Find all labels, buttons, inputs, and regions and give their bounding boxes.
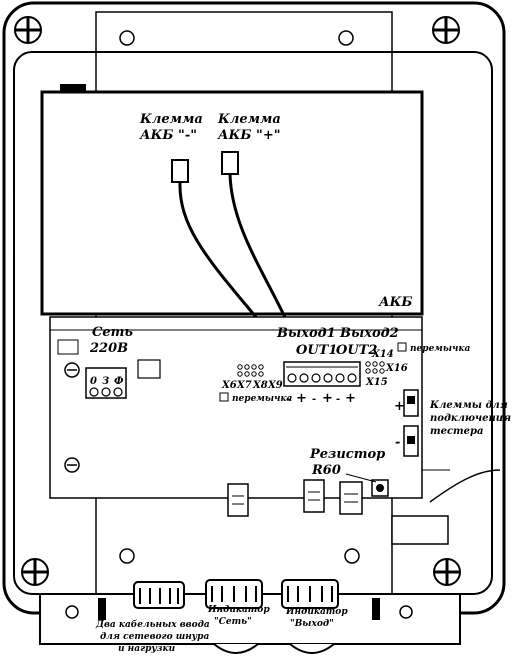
pol-plus-1: + (296, 391, 307, 406)
cable-entry-label-3: и нагрузки (118, 644, 176, 654)
out1-ru-label: Выход1 (276, 326, 336, 341)
cable-gland-icon (133, 581, 185, 609)
jumper-label-right: перемычка (410, 344, 471, 354)
corner-screw-icon (432, 16, 460, 44)
screw-icon (101, 387, 111, 397)
out2-ru-label: Выход2 (339, 326, 399, 341)
x8-label: X8 (252, 380, 268, 391)
pcb-screw-icon (64, 362, 80, 378)
battery-box (40, 90, 424, 316)
indicator-output-label-1: Индикатор (285, 607, 348, 617)
jumper-pins-right (365, 361, 385, 374)
indicator-mains-label-1: Индикатор (207, 605, 270, 615)
terminal-plus-label-1: Клемма (217, 112, 281, 127)
out1-label: OUT1 (296, 343, 337, 358)
pol-minus-3: - (336, 394, 340, 405)
cable-gland-icon (205, 579, 263, 609)
pol-plus-3: + (345, 391, 356, 406)
battery-terminal-minus (171, 159, 189, 183)
x7-label: X7 (236, 380, 252, 391)
tester-contact (407, 396, 415, 404)
tester-label-3: тестера (430, 426, 483, 437)
resistor-knob-icon (376, 484, 384, 492)
terminal-plus-label-2: АКБ "+" (217, 128, 281, 143)
corner-screw-icon (433, 558, 461, 586)
x9-label: X9 (267, 380, 283, 391)
mains-ground-label: З (102, 376, 109, 387)
cable-gland-icon (281, 579, 339, 609)
resistor-label-1: Резистор (309, 447, 385, 462)
resistor-leader (345, 473, 377, 483)
cable-entry-label-1: Два кабельных ввода (95, 619, 210, 630)
flange-tab (372, 598, 380, 620)
tester-plus-sign: + (394, 399, 405, 414)
output-terminal-block (283, 361, 361, 387)
pcb-standoff (57, 339, 79, 355)
indicator-output-icon (289, 643, 335, 654)
cable-entry-label-2: для сетевого шнура (100, 632, 209, 642)
flange-hole-icon (65, 605, 79, 619)
mains-phase-label: Ф (114, 376, 124, 387)
battery-tab (60, 84, 86, 94)
terminal-minus-label-1: Клемма (139, 112, 203, 127)
tester-label-2: подключения (430, 413, 511, 424)
corner-screw-icon (14, 16, 42, 44)
tester-minus-sign: - (395, 435, 400, 450)
indicator-mains-label-2: "Сеть" (214, 617, 252, 627)
flange-tab (98, 598, 106, 620)
x14-label: X14 (371, 349, 394, 360)
screw-icon (89, 387, 99, 397)
pcb-screw-icon (64, 457, 80, 473)
pol-minus-1: - (286, 394, 290, 405)
corner-screw-icon (21, 558, 49, 586)
output-screws (287, 373, 357, 383)
x15-label: X15 (365, 377, 388, 388)
resistor-label-2: R60 (311, 463, 341, 478)
jumper-legend-box-left (219, 392, 229, 402)
label-plate (391, 515, 449, 545)
out2-label: OUT2 (336, 343, 377, 358)
pcb-component (137, 359, 161, 379)
battery-label: АКБ (378, 295, 413, 310)
battery-terminal-plus (221, 151, 239, 175)
x16-label: X16 (385, 363, 408, 374)
indicator-output-label-2: "Выход" (290, 619, 334, 629)
mains-label-1: Сеть (92, 325, 133, 340)
indicator-mains-icon (213, 643, 259, 654)
mains-zero-label: 0 (90, 376, 97, 387)
jumper-legend-box-right (397, 342, 407, 352)
tester-contact (407, 436, 415, 444)
x6-label: X6 (221, 380, 237, 391)
flange-hole-icon (399, 605, 413, 619)
pol-minus-2: - (312, 394, 316, 405)
cable-clip (339, 481, 363, 515)
pol-plus-2: + (322, 391, 333, 406)
mains-label-2: 220В (89, 341, 128, 356)
screw-icon (113, 387, 123, 397)
external-cable (429, 469, 501, 503)
terminal-minus-label-2: АКБ "-" (139, 128, 197, 143)
tester-label-1: Клеммы для (429, 400, 508, 411)
jumper-pins-left (237, 364, 264, 377)
jumper-label-left: перемычка (232, 394, 293, 404)
pcb-board (49, 316, 423, 499)
mount-hole-icon (119, 30, 135, 46)
cable-clip (227, 483, 249, 517)
cable-clip (303, 479, 325, 513)
mount-hole-icon (119, 548, 135, 564)
mount-hole-icon (344, 548, 360, 564)
mount-hole-icon (338, 30, 354, 46)
